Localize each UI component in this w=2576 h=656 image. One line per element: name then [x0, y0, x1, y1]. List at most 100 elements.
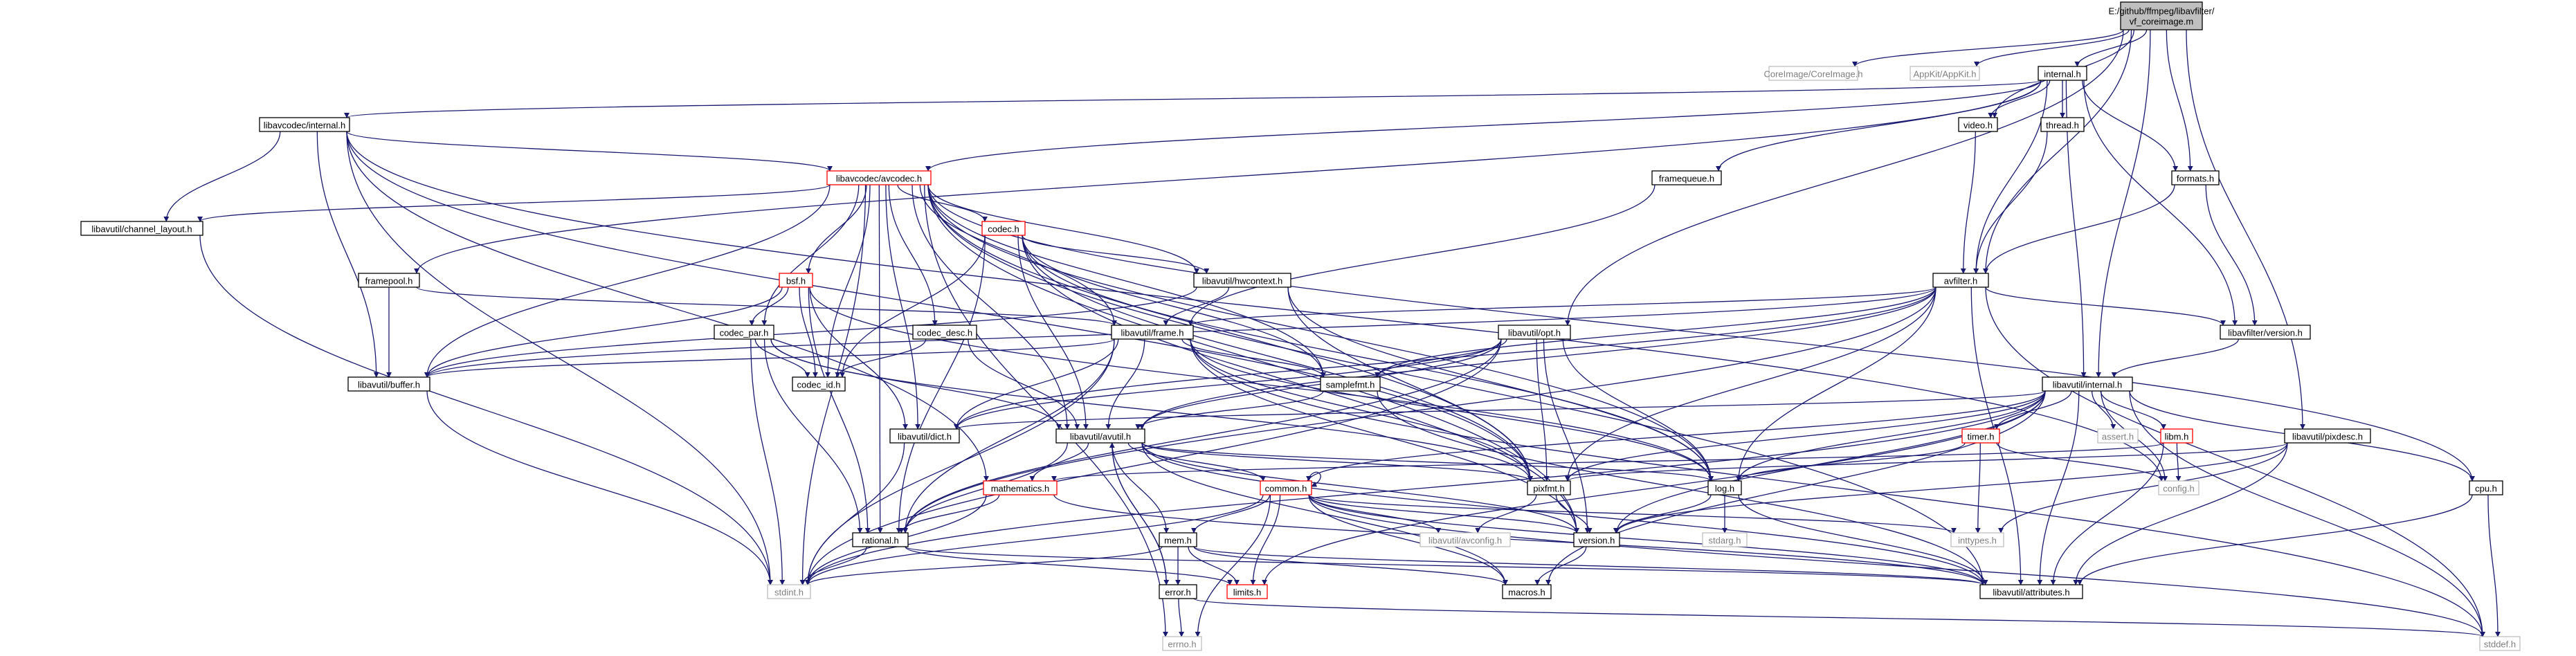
node-limits-h[interactable]: limits.h [1226, 584, 1268, 599]
node-libavcodec-internal-h[interactable]: libavcodec/internal.h [259, 117, 350, 132]
edge-avcodec-to-version [927, 184, 1579, 534]
edge [346, 131, 833, 172]
edge [1534, 546, 1587, 585]
edge-frame-to-avutil [1105, 338, 1145, 430]
node-box [2120, 1, 2203, 30]
node-framepool-h[interactable]: framepool.h [358, 273, 420, 288]
node-video-h[interactable]: video.h [1958, 117, 1998, 132]
edge-avutil_internal-to-timer [1994, 390, 2072, 430]
node-label: samplefmt.h [1326, 380, 1375, 390]
node-mem-h[interactable]: mem.h [1159, 532, 1197, 547]
node-box [1979, 584, 2083, 599]
node-label: libavutil/frame.h [1121, 328, 1183, 338]
edge-frame-to-pixfmt [1190, 338, 1533, 482]
node-label: version.h [1579, 536, 1615, 546]
node-libavutil-buffer-h[interactable]: libavutil/buffer.h [347, 376, 430, 392]
edge-frame-to-rational [902, 338, 1115, 534]
node-rational-h[interactable]: rational.h [852, 532, 909, 547]
node-codec-h[interactable]: codec.h [981, 221, 1026, 236]
node-version-h[interactable]: version.h [1573, 532, 1620, 547]
edge-internal_lavfi-to-video [1988, 80, 2051, 118]
node-libavutil-channel-layout-h[interactable]: libavutil/channel_layout.h [80, 221, 203, 236]
node-label: common.h [1265, 484, 1307, 494]
node-libavutil-hwcontext-h[interactable]: libavutil/hwcontext.h [1193, 273, 1291, 288]
node-libavutil-dict-h[interactable]: libavutil/dict.h [889, 428, 960, 444]
node-box [1932, 273, 1989, 288]
node-label: codec_id.h [797, 380, 841, 390]
node-libavutil-frame-h[interactable]: libavutil/frame.h [1111, 325, 1194, 340]
node-libavutil-attributes-h[interactable]: libavutil/attributes.h [1979, 584, 2083, 599]
edge [902, 338, 1115, 534]
edge-timer-to-config [1996, 442, 2164, 482]
edge-common-to-inttypes [1308, 494, 1957, 534]
node-codec-par-h[interactable]: codec_par.h [714, 325, 774, 340]
node-codec-id-h[interactable]: codec_id.h [792, 376, 846, 392]
edge-version-to-macros [1534, 546, 1587, 585]
node-libavutil-pixdesc-h[interactable]: libavutil/pixdesc.h [2284, 428, 2371, 444]
node-box [1162, 636, 1202, 651]
node-libavutil-avutil-h[interactable]: libavutil/avutil.h [1055, 428, 1145, 444]
edge-avcodec-to-codec_id [825, 184, 871, 378]
edge [2073, 442, 2288, 585]
edge-avutil-to-attributes [1141, 442, 1986, 585]
node-label: codec.h [988, 224, 1019, 235]
node-box [2160, 428, 2193, 444]
node-e-github-ffmpeg-libavfilter-vf-coreimage-m[interactable]: E:/github/ffmpeg/libavfilter/vf_coreimag… [2109, 1, 2215, 30]
edge-avutil-to-mem [1112, 442, 1170, 534]
node-samplefmt-h[interactable]: samplefmt.h [1320, 376, 1381, 392]
node-formats-h[interactable]: formats.h [2171, 170, 2220, 185]
edge-root-to-pixdesc [2186, 29, 2305, 430]
edge [1308, 494, 1986, 585]
node-libavfilter-version-h[interactable]: libavfilter/version.h [2220, 325, 2311, 340]
node-libavutil-opt-h[interactable]: libavutil/opt.h [1498, 325, 1571, 340]
edge [1996, 442, 2164, 482]
edge [346, 131, 989, 482]
edge-frame-to-samplefmt [1181, 338, 1326, 378]
edge-bsf-to-buffer [424, 286, 783, 378]
node-libm-h[interactable]: libm.h [2160, 428, 2193, 444]
node-cpu-h[interactable]: cpu.h [2469, 480, 2503, 495]
node-box [983, 480, 1058, 495]
node-libavutil-avconfig-h: libavutil/avconfig.h [1419, 532, 1511, 547]
edge-channel_layout-to-stdint [199, 235, 773, 585]
edge [1555, 494, 1593, 534]
edge-avcodec-to-frame [919, 184, 1117, 326]
node-errno-h: errno.h [1162, 636, 1202, 651]
node-pixfmt-h[interactable]: pixfmt.h [1527, 480, 1571, 495]
node-log-h[interactable]: log.h [1707, 480, 1742, 495]
node-bsf-h[interactable]: bsf.h [779, 273, 813, 288]
edge-pixdesc-to-attributes [2073, 442, 2288, 585]
node-common-h[interactable]: common.h [1260, 480, 1312, 495]
node-label: libm.h [2165, 432, 2189, 442]
node-macros-h[interactable]: macros.h [1502, 584, 1552, 599]
node-libavcodec-avcodec-h[interactable]: libavcodec/avcodec.h [826, 170, 932, 185]
edge [344, 80, 2042, 118]
edge-avutil_internal-to-common [1306, 390, 2046, 482]
edge [1190, 338, 1533, 482]
node-label: libavutil/opt.h [1508, 328, 1561, 338]
edge [1193, 598, 2485, 637]
node-framequeue-h[interactable]: framequeue.h [1651, 170, 1722, 185]
edge [924, 184, 1168, 637]
edge-hwcontext-to-frame [1163, 286, 1230, 326]
edge-avutil_internal-to-assert [2091, 390, 2116, 430]
edge-frame-to-stddef [1190, 338, 2485, 637]
node-avfilter-h[interactable]: avfilter.h [1932, 273, 1989, 288]
edge-common-to-common [1307, 471, 1321, 487]
node-box [2038, 66, 2087, 81]
node-timer-h[interactable]: timer.h [1961, 428, 2000, 444]
node-label: CoreImage/CoreImage.h [1763, 69, 1862, 80]
node-libavutil-internal-h[interactable]: libavutil/internal.h [2042, 376, 2133, 392]
edge-frame-to-buffer [424, 338, 1115, 378]
node-mathematics-h[interactable]: mathematics.h [983, 480, 1058, 495]
node-internal-h[interactable]: internal.h [2038, 66, 2087, 81]
edge [1994, 390, 2072, 430]
edge [1022, 235, 1533, 482]
node-thread-h[interactable]: thread.h [2040, 117, 2085, 132]
edge-lavc_internal-to-buffer [316, 131, 379, 378]
edge-root-to-opt [1565, 29, 2124, 326]
edge [808, 286, 871, 534]
edge [1614, 442, 2288, 534]
node-codec-desc-h[interactable]: codec_desc.h [912, 325, 977, 340]
node-error-h[interactable]: error.h [1159, 584, 1197, 599]
